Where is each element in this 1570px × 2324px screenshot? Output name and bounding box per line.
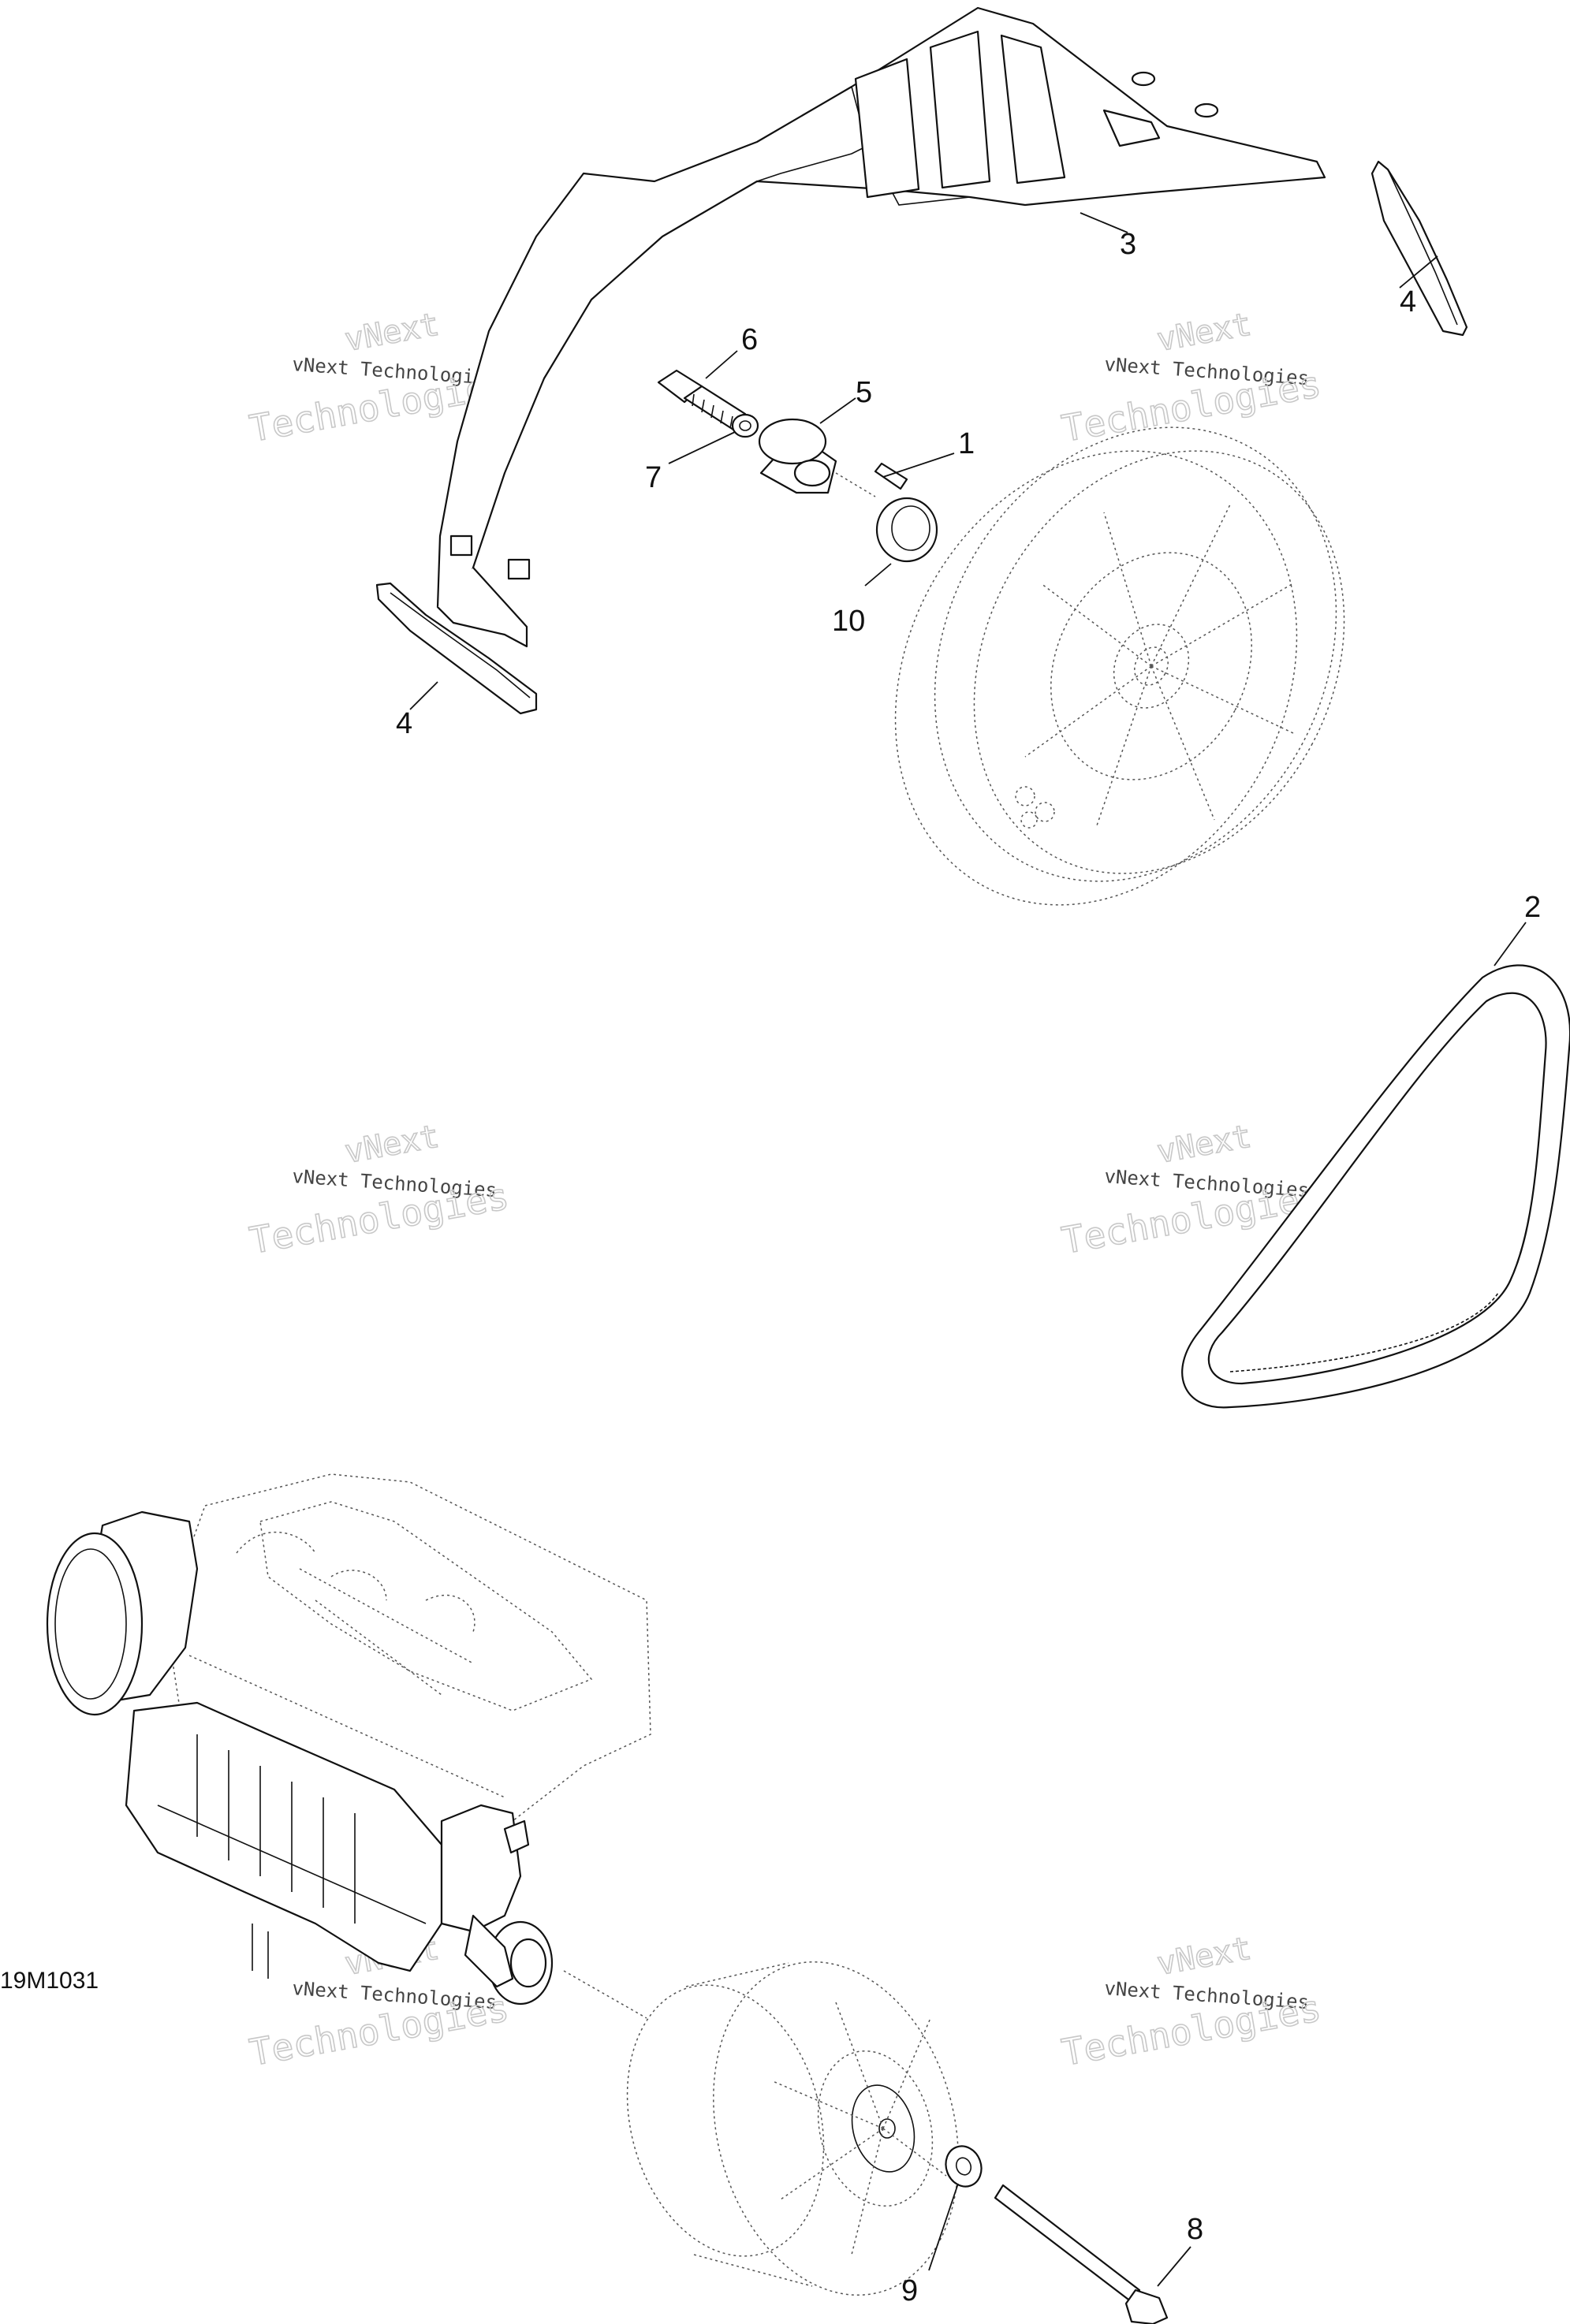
figure-reference-code: 19M1031 (0, 1968, 99, 1994)
rubber-strip-left (375, 582, 538, 715)
svg-text:vNext: vNext (1154, 1931, 1255, 1983)
drive-belt (1181, 964, 1570, 1409)
flat-washer (731, 413, 759, 438)
callout-4-left: 4 (396, 707, 412, 740)
callout-1: 1 (958, 427, 975, 460)
pulley-bolt (994, 2184, 1169, 2324)
svg-text:vNext: vNext (1154, 307, 1255, 359)
callout-10: 10 (832, 605, 865, 638)
rubber-strip-right (1370, 160, 1468, 337)
pulley-washer (945, 2145, 983, 2188)
callout-5: 5 (856, 376, 872, 409)
callout-labels: 1 2 3 4 4 5 6 7 8 9 10 (396, 228, 1541, 2307)
guard-rib-3 (1000, 34, 1066, 184)
guard-rib-1 (854, 58, 920, 199)
callout-9: 9 (901, 2274, 918, 2307)
callout-2: 2 (1524, 891, 1541, 924)
retaining-ring (875, 497, 938, 563)
svg-text:vNext: vNext (1154, 1119, 1255, 1171)
guard-hole-2 (507, 558, 531, 580)
cap-screw (657, 369, 747, 431)
callout-7: 7 (645, 461, 662, 494)
leader-lines (409, 212, 1527, 2287)
guard-slot (1102, 109, 1161, 147)
svg-text:vNext: vNext (342, 307, 442, 359)
belt-guard (436, 6, 1326, 648)
driven-pulley-ghost (894, 426, 1345, 906)
guard-hole-3 (1131, 71, 1156, 87)
dowel-pin (874, 462, 908, 490)
bushing (758, 418, 837, 494)
svg-text:vNext: vNext (342, 1119, 442, 1171)
guard-hole-4 (1194, 102, 1219, 118)
watermark-6: vNext vNext Technologies Technologies (1058, 1930, 1325, 2075)
callout-8: 8 (1187, 2213, 1203, 2246)
drive-pulley-ghost (626, 1961, 959, 2296)
guard-rib-2 (929, 30, 991, 189)
watermark-3: vNext vNext Technologies Technologies (246, 1118, 513, 1263)
guard-hole-1 (449, 534, 473, 557)
callout-6: 6 (741, 323, 758, 356)
callout-3: 3 (1120, 228, 1136, 261)
engine-assembly (46, 1473, 651, 2006)
callout-4-right: 4 (1400, 285, 1416, 318)
watermark-2: vNext vNext Technologies Technologies (1058, 306, 1325, 451)
